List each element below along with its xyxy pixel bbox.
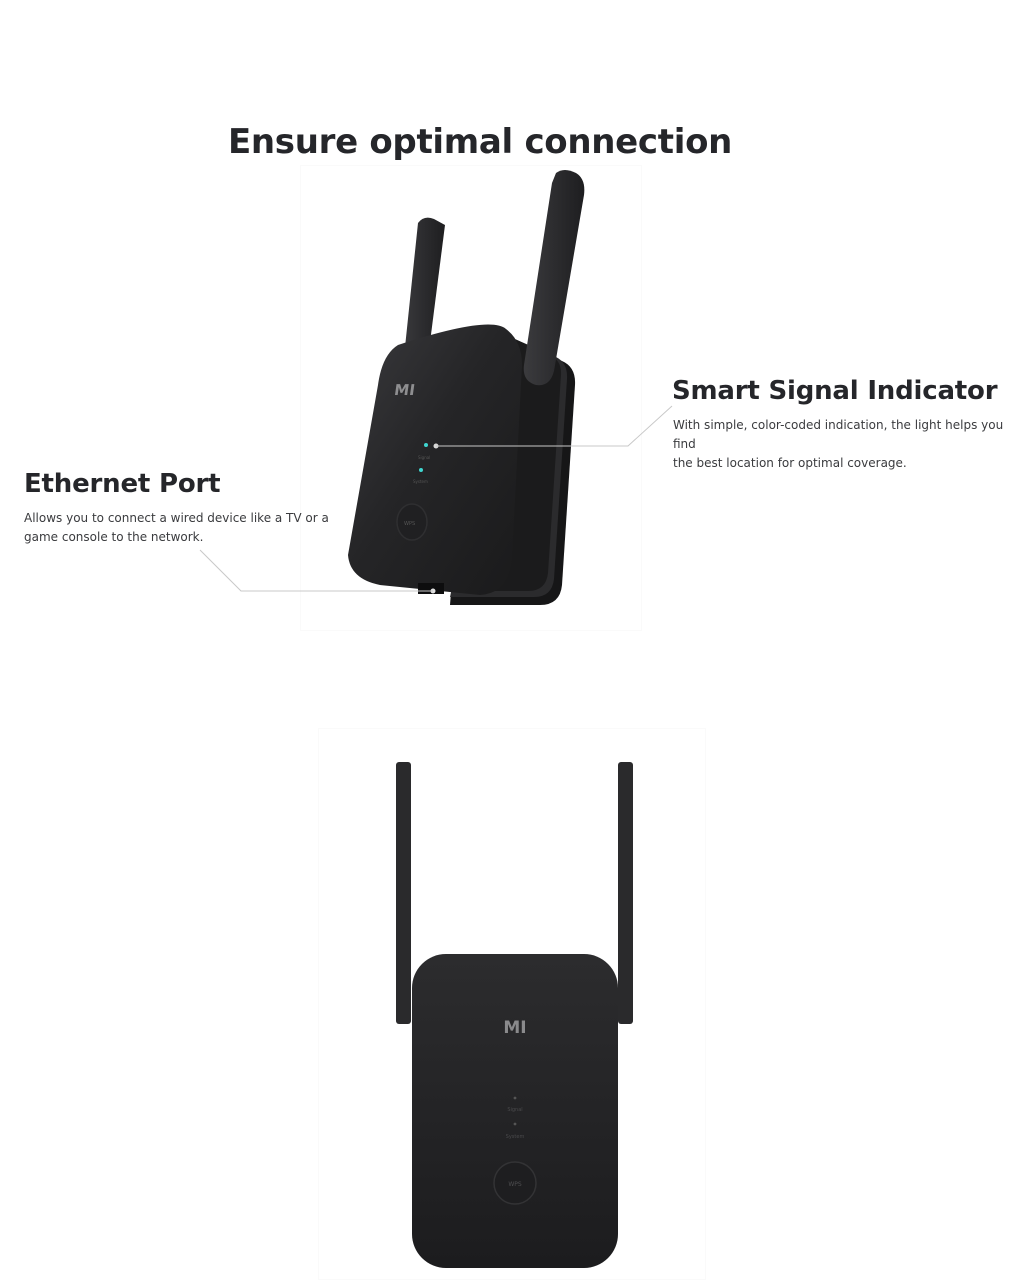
feature-description-ethernet-port: Allows you to connect a wired device lik… [24,511,329,544]
product-photo-angled: MI Signal System WPS [300,165,642,631]
wifi-extender-front-illustration: MI Signal System WPS [396,762,633,1268]
signal-led-icon [424,443,428,447]
product-photo-front: MI Signal System WPS [318,728,706,1280]
right-antenna [618,762,633,1024]
system-led-icon [513,1122,517,1126]
signal-led-icon [513,1096,517,1100]
svg-text:Signal: Signal [507,1107,522,1113]
ethernet-port-icon [418,583,444,594]
svg-text:MI: MI [503,1018,526,1038]
page-headline: Ensure optimal connection [227,122,733,162]
mi-logo-icon: MI [503,1018,526,1038]
svg-text:System: System [506,1134,525,1140]
feature-title-smart-signal: Smart Signal Indicator [672,376,998,406]
wps-button-icon [396,503,428,541]
svg-text:MI: MI [393,381,416,399]
left-antenna [396,762,411,1024]
svg-text:WPS: WPS [508,1181,522,1188]
svg-text:System: System [413,479,428,484]
wifi-extender-angled-illustration: MI Signal System WPS [348,170,585,605]
system-led-icon [419,468,423,472]
callout-connector-lines [199,405,673,594]
wps-button-icon [493,1161,537,1205]
mi-logo-icon: MI [393,381,416,399]
feature-title-ethernet-port: Ethernet Port [24,469,221,499]
svg-text:Signal: Signal [418,455,430,460]
extender-body [412,954,618,1268]
svg-text:WPS: WPS [404,521,415,527]
feature-description-smart-signal: With simple, color-coded indication, the… [673,418,1004,470]
